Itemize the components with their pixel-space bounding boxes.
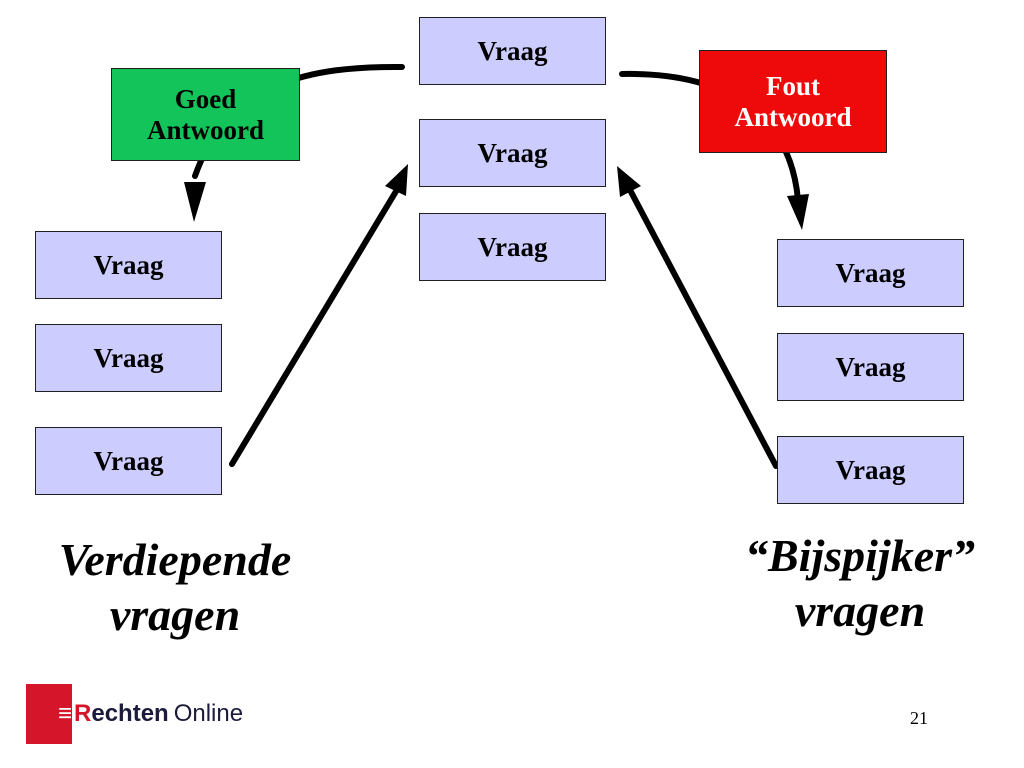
good-answer-box: Goed Antwoord [111, 68, 300, 161]
arrowhead-good [184, 182, 206, 222]
good-answer-line2: Antwoord [146, 114, 264, 145]
question-label: Vraag [477, 231, 548, 262]
arrowhead-wrong [787, 194, 809, 230]
arrow-left-up [229, 185, 401, 467]
question-label: Vraag [477, 137, 548, 168]
question-label: Vraag [93, 249, 164, 280]
question-label: Vraag [835, 257, 906, 288]
caption-right-line2: vragen [794, 585, 926, 637]
question-label: Vraag [93, 445, 164, 476]
question-label: Vraag [477, 35, 548, 66]
page-number: 21 [910, 708, 928, 728]
question-box-left-2: Vraag [35, 324, 222, 392]
question-box-left-3: Vraag [35, 427, 222, 495]
question-label: Vraag [835, 454, 906, 485]
question-box-center-middle: Vraag [419, 119, 606, 187]
logo-letter-r: R [74, 700, 92, 727]
arrow-right-up [627, 187, 779, 469]
caption-right: “Bijspijker” vragen [715, 528, 1005, 638]
question-label: Vraag [93, 342, 164, 373]
question-box-left-1: Vraag [35, 231, 222, 299]
caption-right-line1: “Bijspijker” [744, 530, 976, 581]
wrong-answer-line2: Antwoord [734, 101, 852, 132]
wrong-answer-line1: Fout [765, 71, 820, 102]
caption-left: Verdiepende vragen [30, 532, 320, 642]
caption-left-line1: Verdiepende [58, 534, 292, 585]
question-box-right-2: Vraag [777, 333, 964, 401]
question-box-center-top: Vraag [419, 17, 606, 85]
question-label: Vraag [835, 351, 906, 382]
good-answer-line1: Goed [174, 84, 237, 115]
arrowhead-right-up [617, 166, 641, 197]
logo-lines-icon: ≡ [57, 700, 72, 727]
logo-word-online: Online [173, 700, 244, 727]
question-box-center-bottom: Vraag [419, 213, 606, 281]
wrong-answer-box: Fout Antwoord [699, 50, 887, 153]
logo-mark: ≡ [26, 684, 72, 744]
question-box-right-1: Vraag [777, 239, 964, 307]
caption-left-line2: vragen [109, 589, 241, 641]
question-box-right-3: Vraag [777, 436, 964, 504]
arrowhead-left-up [385, 164, 408, 196]
logo-word-rechten: echten [91, 700, 169, 727]
